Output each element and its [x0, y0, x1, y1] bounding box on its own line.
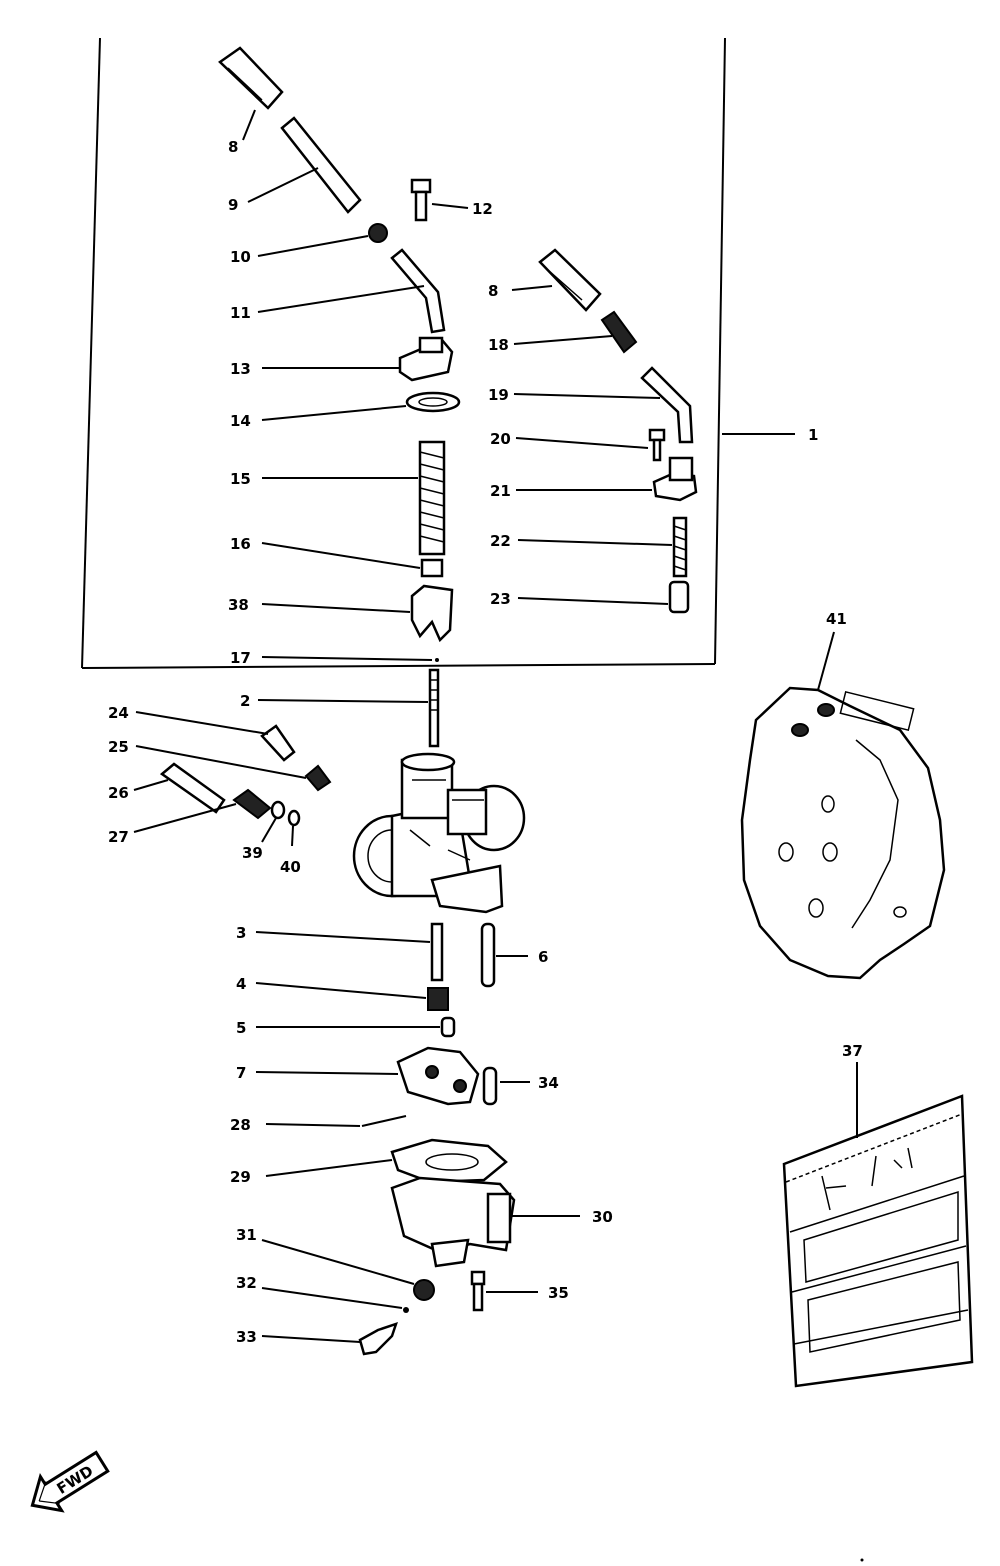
callout-11: 11: [230, 304, 251, 322]
callout-27: 27: [108, 828, 129, 846]
callout-4: 4: [236, 975, 246, 993]
callout-10: 10: [230, 248, 251, 266]
main-jet: [427, 987, 449, 1011]
pilot-jet: [480, 922, 496, 988]
callout-14: 14: [230, 412, 251, 430]
starter-cable-tube: [640, 366, 694, 444]
main-jet-holder: [430, 922, 444, 982]
jet-washer: [440, 1016, 456, 1038]
pilot-spring: [304, 764, 332, 792]
float: [396, 1046, 480, 1106]
callout-2: 2: [240, 692, 250, 710]
callout-26: 26: [108, 784, 129, 802]
adjuster-locknut: [600, 310, 638, 354]
pilot-air-screw: [260, 724, 296, 762]
cable-adjuster-left: [218, 46, 284, 110]
top-cap: [398, 336, 454, 382]
callout-20: 20: [490, 430, 511, 448]
needle-retainer: [420, 558, 444, 578]
callout-33: 33: [236, 1328, 257, 1346]
drain-screw: [358, 1322, 398, 1356]
callout-15: 15: [230, 470, 251, 488]
callout-19: 19: [488, 386, 509, 404]
assembly-frame: 1: [81, 37, 818, 669]
float-chamber: [390, 1176, 516, 1268]
throttle-valve: [410, 584, 454, 643]
jet-needle: [428, 668, 440, 748]
callout-32: 32: [236, 1274, 257, 1292]
starter-screw: [648, 428, 666, 462]
callout-8-left: 8: [228, 138, 238, 156]
callout-6: 6: [538, 948, 548, 966]
cable-adjuster-right: [538, 248, 602, 312]
drain-plug: [413, 1279, 435, 1301]
starter-spring: [672, 516, 688, 578]
cable-guide-tube: [390, 248, 446, 334]
speck: [860, 1558, 864, 1562]
o-ring: [287, 809, 301, 827]
callout-38: 38: [228, 596, 249, 614]
float-chamber-gasket: [390, 1138, 508, 1184]
cable-tube: [280, 116, 362, 214]
callout-34: 34: [538, 1074, 559, 1092]
callout-1: 1: [808, 426, 818, 444]
callout-8-right: 8: [488, 282, 498, 300]
throttle-stop-screw: [159, 762, 226, 814]
callout-21: 21: [490, 482, 511, 500]
callout-3: 3: [236, 924, 246, 942]
callout-5: 5: [236, 1019, 246, 1037]
throttle-spring: [418, 440, 446, 556]
carburetor-body: [352, 752, 526, 914]
callout-9: 9: [228, 196, 238, 214]
callout-37: 37: [842, 1042, 863, 1060]
gasket-ring: [405, 391, 461, 413]
clip: [435, 658, 439, 662]
callout-22: 22: [490, 532, 511, 550]
stop-screw-spring: [232, 788, 272, 820]
callout-31: 31: [236, 1226, 257, 1244]
washer: [270, 800, 286, 820]
float-pin: [361, 1115, 407, 1127]
starter-plunger-cap: [652, 456, 698, 502]
callout-17: 17: [230, 649, 251, 667]
forward-arrow-icon: FWD: [30, 1450, 110, 1513]
callout-35: 35: [548, 1284, 569, 1302]
callout-13: 13: [230, 360, 251, 378]
cap-nut: [368, 223, 388, 243]
callout-16: 16: [230, 535, 251, 553]
starter-plunger: [668, 580, 690, 614]
callout-30: 30: [592, 1208, 613, 1226]
callout-7: 7: [236, 1064, 246, 1082]
callout-23: 23: [490, 590, 511, 608]
needle-valve: [482, 1066, 498, 1106]
chamber-screw: [470, 1270, 486, 1312]
callout-28: 28: [230, 1116, 251, 1134]
mixing-bolt: [410, 178, 432, 222]
callout-39: 39: [242, 844, 263, 862]
callout-29: 29: [230, 1168, 251, 1186]
callout-12: 12: [472, 200, 493, 218]
gasket-set-package: [782, 1094, 974, 1388]
callout-24: 24: [108, 704, 129, 722]
small-o-ring: [403, 1307, 409, 1313]
callout-25: 25: [108, 738, 129, 756]
callout-41: 41: [826, 610, 847, 628]
callout-18: 18: [488, 336, 509, 354]
carburetor-cover: [740, 686, 946, 980]
callout-40: 40: [280, 858, 301, 876]
